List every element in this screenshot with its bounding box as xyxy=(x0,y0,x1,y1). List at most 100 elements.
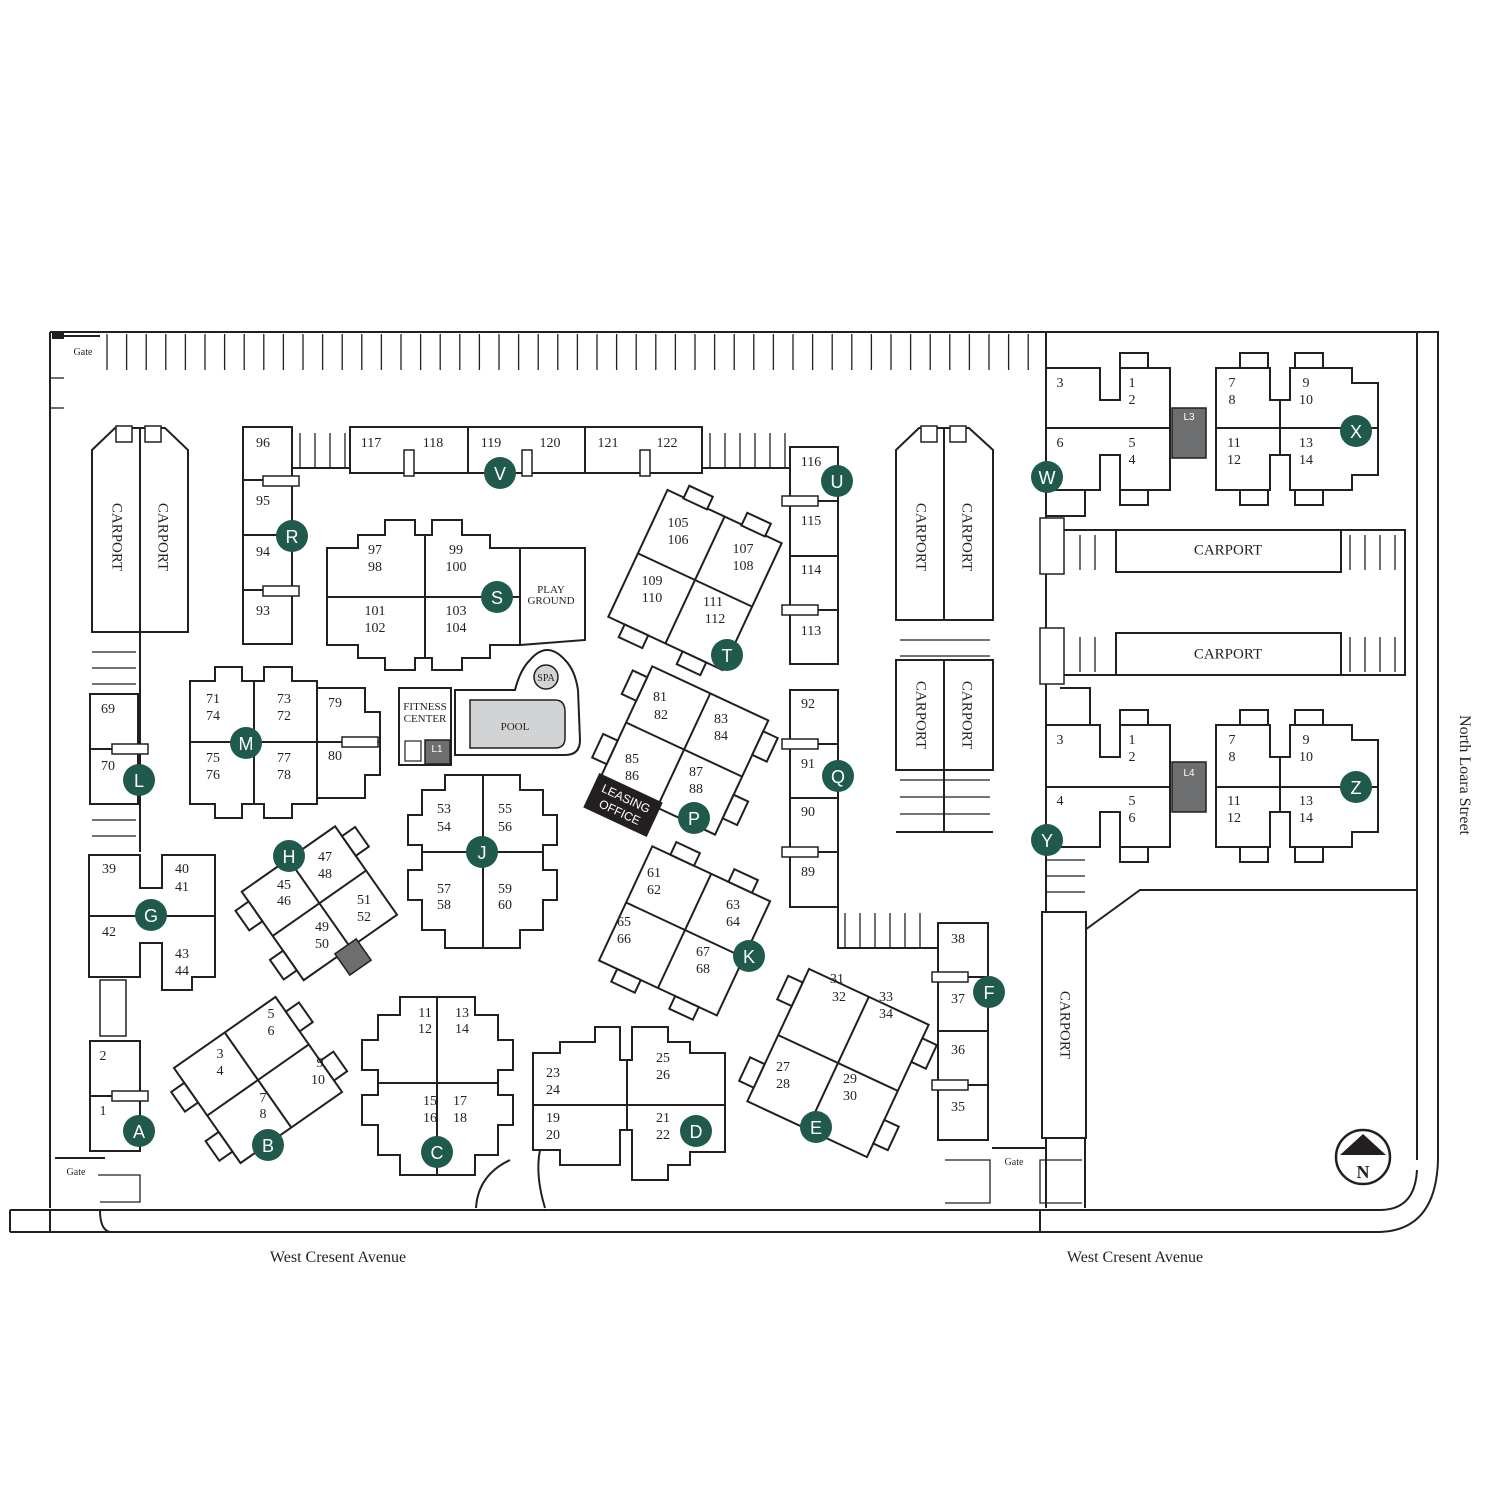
unit-number: 38 xyxy=(951,932,965,947)
building-marker-u[interactable]: U xyxy=(821,465,853,497)
building-marker-e[interactable]: E xyxy=(800,1111,832,1143)
laundry-label: L1 xyxy=(431,744,443,755)
unit-number: 47 xyxy=(318,850,332,865)
building-marker-k[interactable]: K xyxy=(733,940,765,972)
building-P xyxy=(590,665,780,836)
building-marker-label: L xyxy=(134,771,144,791)
unit-number: 40 xyxy=(175,862,189,877)
unit-number: 55 xyxy=(498,802,512,817)
unit-number: 18 xyxy=(453,1111,467,1126)
building-marker-y[interactable]: Y xyxy=(1031,824,1063,856)
building-marker-l[interactable]: L xyxy=(123,764,155,796)
building-marker-label: J xyxy=(478,843,487,863)
building-marker-s[interactable]: S xyxy=(481,581,513,613)
unit-number: 49 xyxy=(315,920,329,935)
unit-number: 56 xyxy=(498,820,512,835)
unit-number: 117 xyxy=(361,436,381,451)
unit-number: 80 xyxy=(328,749,342,764)
unit-number: 106 xyxy=(668,533,689,548)
unit-number: 67 xyxy=(696,945,710,960)
building-marker-d[interactable]: D xyxy=(680,1115,712,1147)
laundry-l2 xyxy=(333,937,373,977)
building-D xyxy=(532,1026,726,1209)
building-marker-r[interactable]: R xyxy=(276,520,308,552)
building-marker-w[interactable]: W xyxy=(1031,461,1063,493)
unit-number: 7 xyxy=(1229,733,1236,748)
building-marker-label: K xyxy=(743,947,755,967)
north-arrow-label: N xyxy=(1357,1162,1370,1182)
building-marker-a[interactable]: A xyxy=(123,1115,155,1147)
unit-number: 5 xyxy=(1129,794,1136,809)
carport-label: CARPORT xyxy=(155,503,171,571)
building-marker-label: D xyxy=(690,1122,703,1142)
building-Q xyxy=(781,689,938,949)
unit-number: 6 xyxy=(268,1024,275,1039)
unit-number: 116 xyxy=(801,455,821,470)
unit-number: 66 xyxy=(617,932,631,947)
building-marker-f[interactable]: F xyxy=(973,976,1005,1008)
building-marker-h[interactable]: H xyxy=(273,840,305,872)
unit-number: 108 xyxy=(733,559,754,574)
building-marker-label: Q xyxy=(831,767,845,787)
unit-number: 11 xyxy=(1227,436,1240,451)
building-marker-z[interactable]: Z xyxy=(1340,771,1372,803)
building-T xyxy=(606,484,784,677)
unit-number: 76 xyxy=(206,768,220,783)
building-marker-t[interactable]: T xyxy=(711,639,743,671)
unit-number: 1 xyxy=(1129,376,1136,391)
unit-number: 23 xyxy=(546,1066,560,1081)
unit-number: 30 xyxy=(843,1089,857,1104)
unit-number: 86 xyxy=(625,769,639,784)
unit-number: 70 xyxy=(101,759,115,774)
pool xyxy=(469,699,566,749)
building-marker-x[interactable]: X xyxy=(1340,415,1372,447)
trash-enclosure xyxy=(99,979,127,1037)
building-marker-m[interactable]: M xyxy=(230,727,262,759)
building-marker-label: M xyxy=(239,734,254,754)
unit-number: 8 xyxy=(1229,750,1236,765)
unit-number: 84 xyxy=(714,729,728,744)
gate-bottom-left: Gate xyxy=(55,1157,141,1203)
building-marker-label: F xyxy=(984,983,995,1003)
carport-label: CARPORT xyxy=(913,503,929,571)
unit-number: 72 xyxy=(277,709,291,724)
north-arrow: N xyxy=(1334,1128,1392,1186)
unit-number: 22 xyxy=(656,1128,670,1143)
unit-number: 9 xyxy=(317,1056,324,1071)
building-marker-label: H xyxy=(283,847,296,867)
svg-text:Gate: Gate xyxy=(74,347,93,358)
unit-number: 120 xyxy=(540,436,561,451)
unit-number: 93 xyxy=(256,604,270,619)
unit-number: 71 xyxy=(206,692,220,707)
unit-number: 12 xyxy=(1227,811,1241,826)
laundry-l4 xyxy=(1171,761,1207,813)
unit-number: 101 xyxy=(365,604,386,619)
building-marker-c[interactable]: C xyxy=(421,1136,453,1168)
unit-number: 105 xyxy=(668,516,689,531)
unit-number: 10 xyxy=(1299,750,1313,765)
building-marker-j[interactable]: J xyxy=(466,836,498,868)
building-marker-p[interactable]: P xyxy=(678,802,710,834)
unit-number: 6 xyxy=(1057,436,1064,451)
unit-number: 11 xyxy=(1227,794,1240,809)
unit-number: 107 xyxy=(733,542,754,557)
unit-number: 15 xyxy=(423,1094,437,1109)
unit-number: 48 xyxy=(318,867,332,882)
unit-number: 54 xyxy=(437,820,451,835)
building-marker-b[interactable]: B xyxy=(252,1129,284,1161)
unit-number: 5 xyxy=(268,1007,275,1022)
street-west-cresent-right: West Cresent Avenue xyxy=(1067,1249,1203,1266)
building-marker-g[interactable]: G xyxy=(135,899,167,931)
building-markers: A B C D E F G H J K L M P Q R S T U V W X Y Z xyxy=(123,415,1372,1168)
building-X xyxy=(1215,352,1379,506)
carport-right-upper: CARPORT xyxy=(1115,529,1342,573)
svg-text:Gate: Gate xyxy=(1005,1157,1024,1168)
unit-number: 110 xyxy=(642,591,662,606)
building-marker-v[interactable]: V xyxy=(484,457,516,489)
unit-number: 12 xyxy=(1227,453,1241,468)
unit-number: 31 xyxy=(830,972,844,987)
unit-number: 53 xyxy=(437,802,451,817)
unit-number: 2 xyxy=(1129,393,1136,408)
building-marker-q[interactable]: Q xyxy=(822,760,854,792)
